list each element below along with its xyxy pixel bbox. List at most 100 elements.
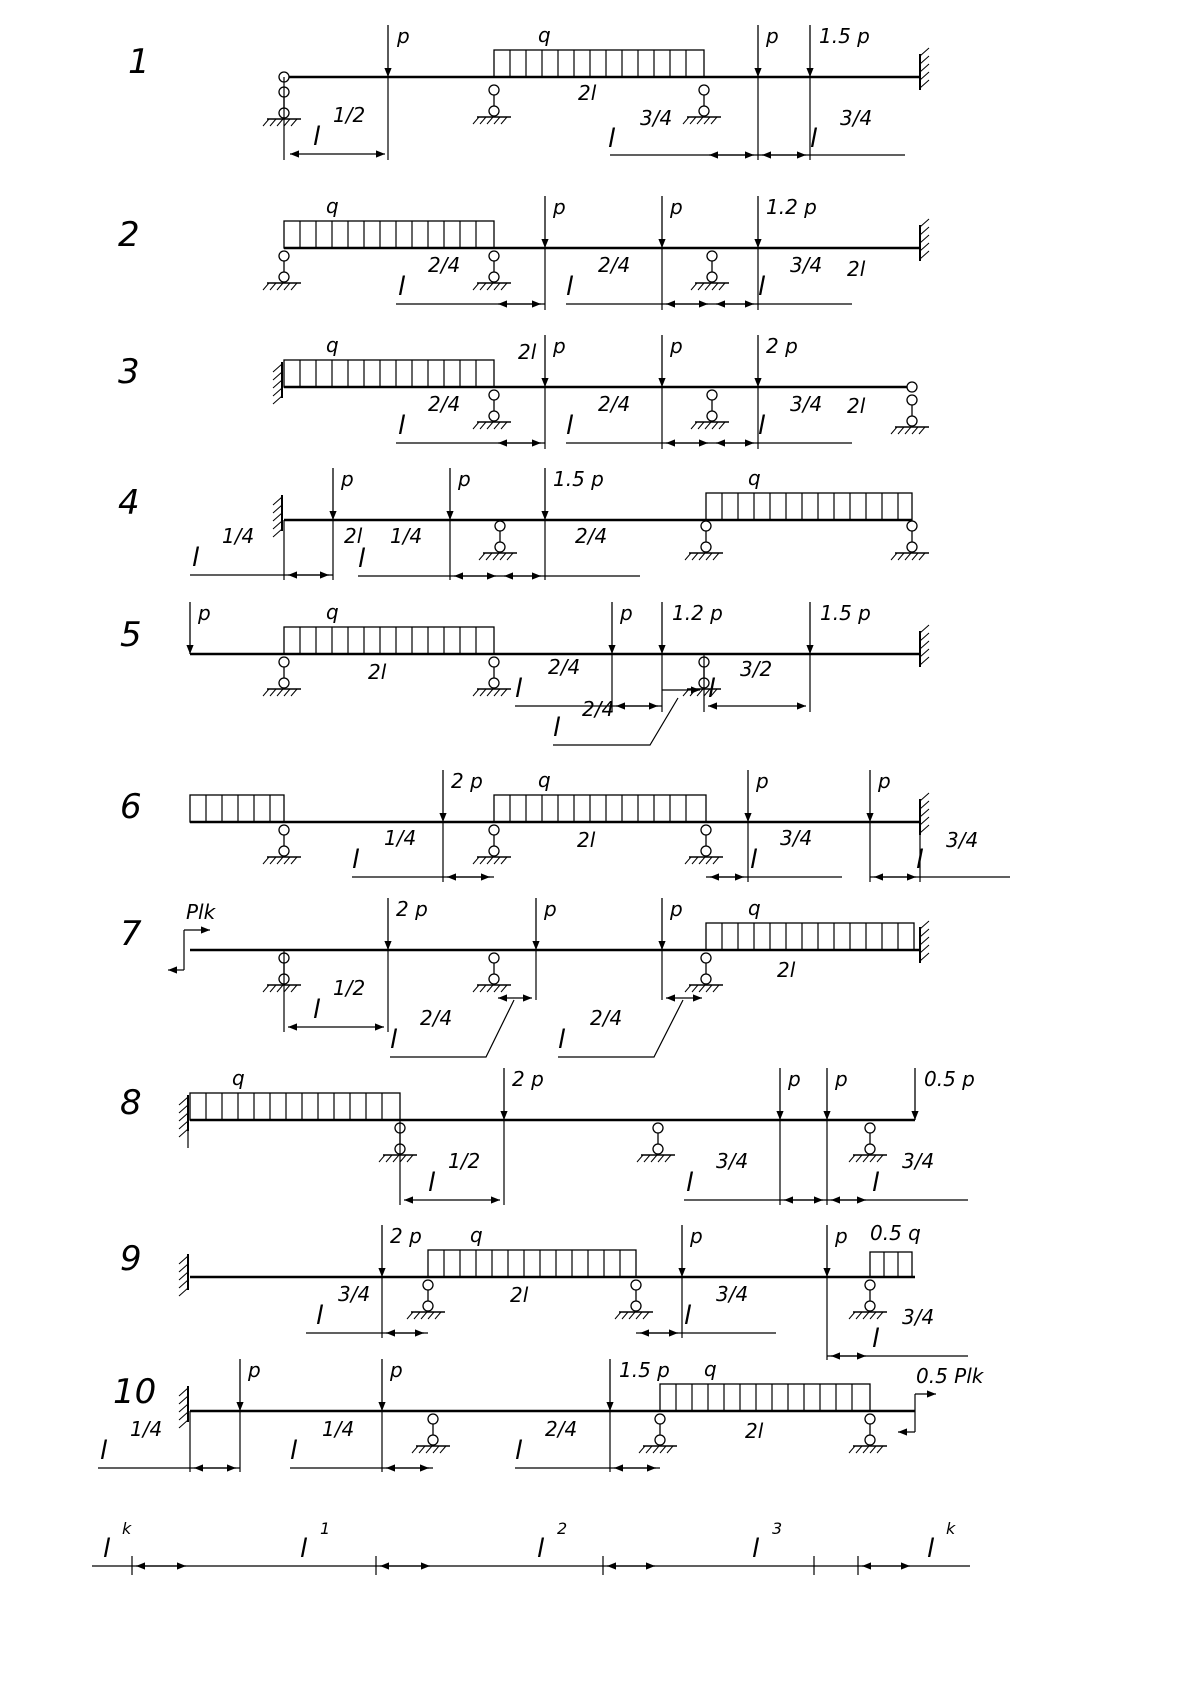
row-number: 4	[118, 483, 140, 523]
dimension-label: 2/4	[548, 655, 580, 679]
dimension-label: 3/4	[640, 106, 672, 130]
dimension-label: 3	[772, 1519, 782, 1538]
dimension-label: l	[515, 1436, 523, 1466]
row-5: 5 p q p 1.2 p 1.5 p 2l l 2/4 3/2 l l 2/4	[120, 600, 930, 746]
dimension-label: p	[197, 601, 211, 625]
dimension-label: 1.5 p	[820, 601, 871, 625]
row-number: 6	[120, 787, 142, 827]
dimension-label: p	[543, 897, 557, 921]
dimension-label: l	[752, 1534, 760, 1564]
dimension-label: l	[313, 995, 321, 1025]
dimension-label: p	[765, 24, 779, 48]
row-1: 1 p q p 1.5 p 2l l 1/2 l 3/4 l 3/4	[128, 23, 930, 160]
dimension-label: 1/2	[448, 1149, 480, 1173]
dimension-label: 2/4	[598, 253, 630, 277]
dimension-label: 1/4	[390, 524, 422, 548]
dimension-label: l	[872, 1168, 880, 1198]
dimension-label: 2/4	[590, 1006, 622, 1030]
dimension-label: l	[708, 674, 716, 704]
dimension-label: l	[352, 845, 360, 875]
dimension-label: 1/2	[333, 976, 365, 1000]
dimension-label: p	[669, 195, 683, 219]
dimension-label: 1/4	[384, 826, 416, 850]
dimension-label: l	[566, 411, 574, 441]
dimension-label: l	[686, 1168, 694, 1198]
dimension-label: l	[750, 845, 758, 875]
dimension-label: p	[247, 1358, 261, 1382]
dimension-label: q	[326, 194, 339, 218]
dimension-label: l	[290, 1436, 298, 1466]
dimension-label: 2l	[577, 828, 596, 852]
dimension-label: 3/4	[946, 828, 978, 852]
dimension-label: p	[619, 601, 633, 625]
dimension-label: 2/4	[545, 1417, 577, 1441]
dimension-label: 2/4	[428, 253, 460, 277]
row-6: 6 2 p q p p 2l l 1/4 l 3/4 l 3/4	[120, 768, 1010, 882]
row-number: 2	[118, 215, 140, 255]
row-number: 1	[128, 42, 150, 82]
dimension-label: l	[192, 543, 200, 573]
dimension-label: 3/4	[716, 1149, 748, 1173]
dimension-label: p	[552, 195, 566, 219]
dimension-label: 2 p	[396, 897, 428, 921]
dimension-label: p	[669, 897, 683, 921]
dimension-label: 2l	[518, 340, 537, 364]
dimension-label: l	[398, 272, 406, 302]
dimension-label: 0.5 p	[924, 1067, 975, 1091]
dimension-label: q	[748, 896, 761, 920]
dimension-label: p	[669, 334, 683, 358]
dimension-label: l	[537, 1534, 545, 1564]
dimension-label: q	[538, 23, 551, 47]
dimension-label: l	[758, 411, 766, 441]
dimension-label: 1.5 p	[619, 1358, 670, 1382]
dimension-label: 2 p	[512, 1067, 544, 1091]
dimension-label: 2l	[777, 958, 796, 982]
dimension-label: l	[390, 1025, 398, 1055]
dimension-label: 3/4	[902, 1149, 934, 1173]
dimension-label: 2l	[510, 1283, 529, 1307]
dimension-label: 1.5 p	[553, 467, 604, 491]
dimension-label: l	[313, 122, 321, 152]
dimension-label: 3/4	[902, 1305, 934, 1329]
dimension-label: l	[684, 1301, 692, 1331]
dimension-label: l	[100, 1436, 108, 1466]
dimension-label: l	[872, 1324, 880, 1354]
scale-line: l k l 1 l 2 l 3 l k	[92, 1519, 970, 1575]
dimension-label: 3/2	[740, 657, 772, 681]
dimension-label: p	[457, 467, 471, 491]
dimension-label: k	[122, 1519, 132, 1538]
row-number: 5	[120, 615, 142, 655]
dimension-label: 2l	[745, 1419, 764, 1443]
dimension-label: 3/4	[780, 826, 812, 850]
row-7: 7 Plk 2 p p p q 2l l 1/2 l 2/4 l 2/4	[120, 896, 930, 1058]
dimension-label: l	[316, 1301, 324, 1331]
dimension-label: 1.5 p	[819, 24, 870, 48]
row-number: 9	[120, 1239, 142, 1279]
dimension-label: 2/4	[420, 1006, 452, 1030]
dimension-label: q	[704, 1357, 717, 1381]
dimension-label: 2/4	[575, 524, 607, 548]
dimension-label: 2 p	[766, 334, 798, 358]
row-number: 3	[118, 352, 140, 392]
dimension-label: l	[916, 845, 924, 875]
dimension-label: p	[552, 334, 566, 358]
dimension-label: Plk	[186, 900, 217, 924]
dimension-label: 2/4	[582, 697, 614, 721]
row-9: 9 2 p q p p 0.5 q 2l l 3/4 l 3/4 l 3/4	[120, 1221, 968, 1360]
dimension-label: 3/4	[716, 1282, 748, 1306]
dimension-label: 2	[557, 1519, 567, 1538]
dimension-label: l	[300, 1534, 308, 1564]
dimension-label: q	[232, 1066, 245, 1090]
dimension-label: 2/4	[598, 392, 630, 416]
row-number: 7	[120, 914, 142, 954]
dimension-label: q	[748, 466, 761, 490]
dimension-label: q	[326, 600, 339, 624]
dimension-label: p	[340, 467, 354, 491]
dimension-label: 1/4	[130, 1417, 162, 1441]
dimension-label: l	[515, 674, 523, 704]
dimension-label: 3/4	[840, 106, 872, 130]
dimension-label: l	[398, 411, 406, 441]
dimension-label: l	[608, 124, 616, 154]
dimension-label: 2l	[368, 660, 387, 684]
dimension-label: 1.2 p	[672, 601, 723, 625]
